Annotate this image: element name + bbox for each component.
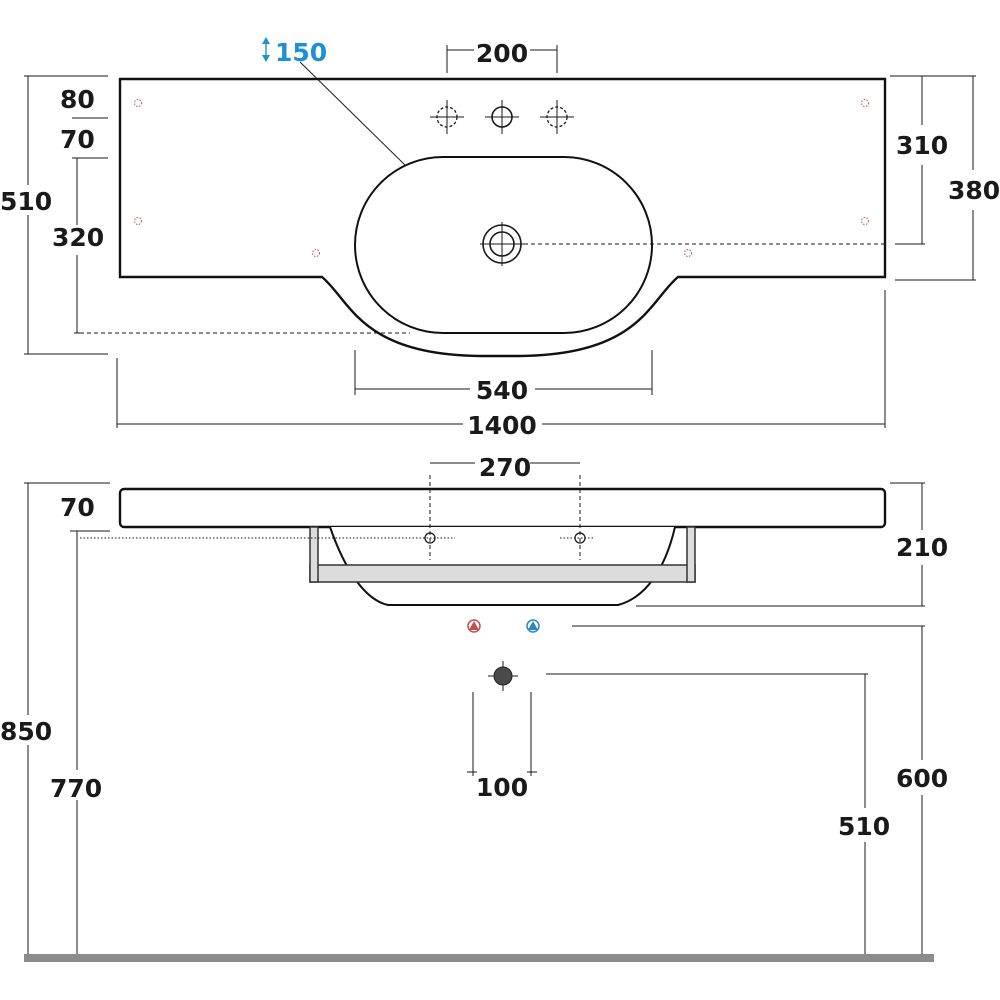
dim-front-left: 70 850 770 [0, 482, 110, 955]
svg-text:100: 100 [476, 773, 528, 802]
overflow-leader-line [299, 61, 406, 166]
dim-210: 210 [896, 533, 948, 562]
front-view: 270 70 850 770 210 600 [0, 453, 948, 962]
overflow-diameter-label: 150 [275, 38, 327, 67]
drain-hole-top [480, 222, 524, 266]
towel-bar-bracket [309, 526, 696, 583]
tap-hole-left [430, 100, 464, 134]
basin-slab-front [118, 487, 887, 529]
tap-hole-right [540, 100, 574, 134]
fixing-pin [134, 217, 142, 225]
dim-510: 510 [0, 187, 52, 216]
fixing-pin [684, 249, 692, 257]
overflow-arrow-icon [262, 37, 270, 62]
tap-hole-center [485, 100, 519, 134]
dim-front-right: 210 600 510 [546, 482, 948, 955]
dim-slab-70: 70 [60, 493, 95, 522]
dim-right-stack: 310 380 [890, 75, 1000, 281]
drain-outlet-icon [488, 661, 518, 691]
svg-text:540: 540 [476, 376, 528, 405]
dim-310: 310 [896, 131, 948, 160]
fixing-pin [861, 217, 869, 225]
dim-total-width: 1400 [116, 290, 886, 440]
dim-bowl-width: 540 [354, 350, 653, 405]
dim-600: 600 [896, 764, 948, 793]
hot-water-supply-icon [467, 619, 481, 633]
dim-left-stack: 80 70 510 320 [0, 75, 108, 355]
svg-text:200: 200 [476, 39, 528, 68]
dim-tap-spacing: 200 [446, 39, 558, 73]
svg-text:1400: 1400 [467, 411, 537, 440]
floor-line [24, 954, 934, 962]
svg-text:270: 270 [479, 453, 531, 482]
dim-850: 850 [0, 717, 52, 746]
fixing-pin [312, 249, 320, 257]
dim-70: 70 [60, 125, 95, 154]
dim-320: 320 [52, 223, 104, 252]
dim-770: 770 [50, 774, 102, 803]
fixing-pin [861, 99, 869, 107]
cold-water-supply-icon [526, 619, 540, 633]
dim-supply-spacing: 100 [467, 692, 537, 802]
top-view: 150 200 80 70 510 320 [0, 37, 1000, 440]
dim-80: 80 [60, 85, 95, 114]
dim-bracket-spacing: 270 [430, 453, 580, 482]
fixing-pin [134, 99, 142, 107]
bowl-oval [354, 156, 653, 334]
dim-380: 380 [948, 176, 1000, 205]
dim-front-510: 510 [838, 812, 890, 841]
